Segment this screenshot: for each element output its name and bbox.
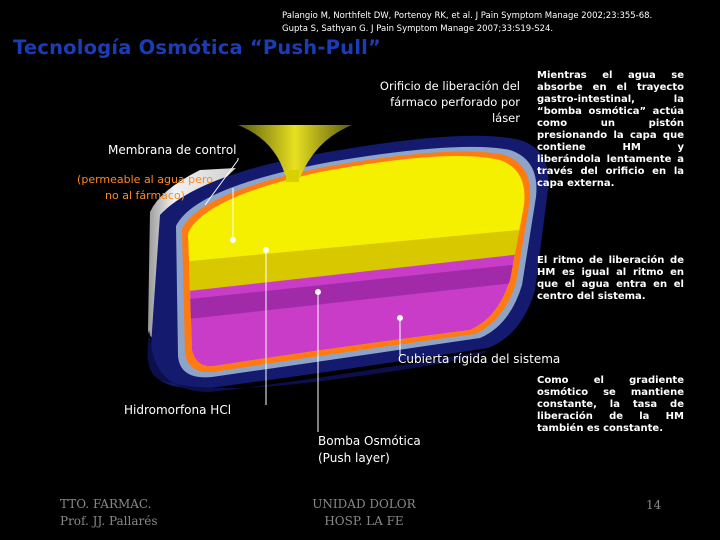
- orifice-channel: [286, 170, 299, 182]
- page-number: 14: [646, 498, 662, 512]
- shell-bottom: [147, 330, 491, 392]
- leader-lines: [204, 158, 403, 432]
- footer-course: TTO. FARMAC.: [60, 497, 152, 511]
- orifice-cone: [238, 125, 352, 178]
- membrane-label: Membrana de control: [108, 143, 237, 157]
- push-layer-band: [188, 262, 525, 320]
- footer-professor: Prof. JJ. Pallarés: [60, 514, 158, 528]
- pump-label: Bomba Osmótica (Push layer): [318, 434, 421, 465]
- orifice-label: Orificio de liberación del fármaco perfo…: [379, 79, 520, 125]
- note-2: El ritmo de liberación de HM es igual al…: [537, 255, 684, 302]
- reference-2: Gupta S, Sathyan G. J Pain Symptom Manag…: [282, 24, 554, 34]
- page-title: Tecnología Osmótica “Push-Pull”: [13, 36, 381, 59]
- note-1: Mientras el agua se absorbe en el trayec…: [537, 70, 684, 189]
- footer-unit: UNIDAD DOLOR: [312, 497, 416, 511]
- footer-left: TTO. FARMAC. Prof. JJ. Pallarés: [60, 496, 158, 530]
- reference-1: Palangio M, Northfelt DW, Portenoy RK, e…: [282, 11, 653, 21]
- membrane-note-label: (permeable al agua pero no al fármaco): [77, 173, 213, 202]
- note-3: Como el gradiente osmótico se mantiene c…: [537, 375, 684, 434]
- footer-hospital: HOSP. LA FE: [324, 514, 404, 528]
- footer-center: UNIDAD DOLOR HOSP. LA FE: [308, 496, 420, 530]
- references: Palangio M, Northfelt DW, Portenoy RK, e…: [282, 10, 652, 36]
- cover-label: Cubierta rígida del sistema: [398, 352, 561, 366]
- drug-label: Hidromorfona HCl: [124, 403, 232, 417]
